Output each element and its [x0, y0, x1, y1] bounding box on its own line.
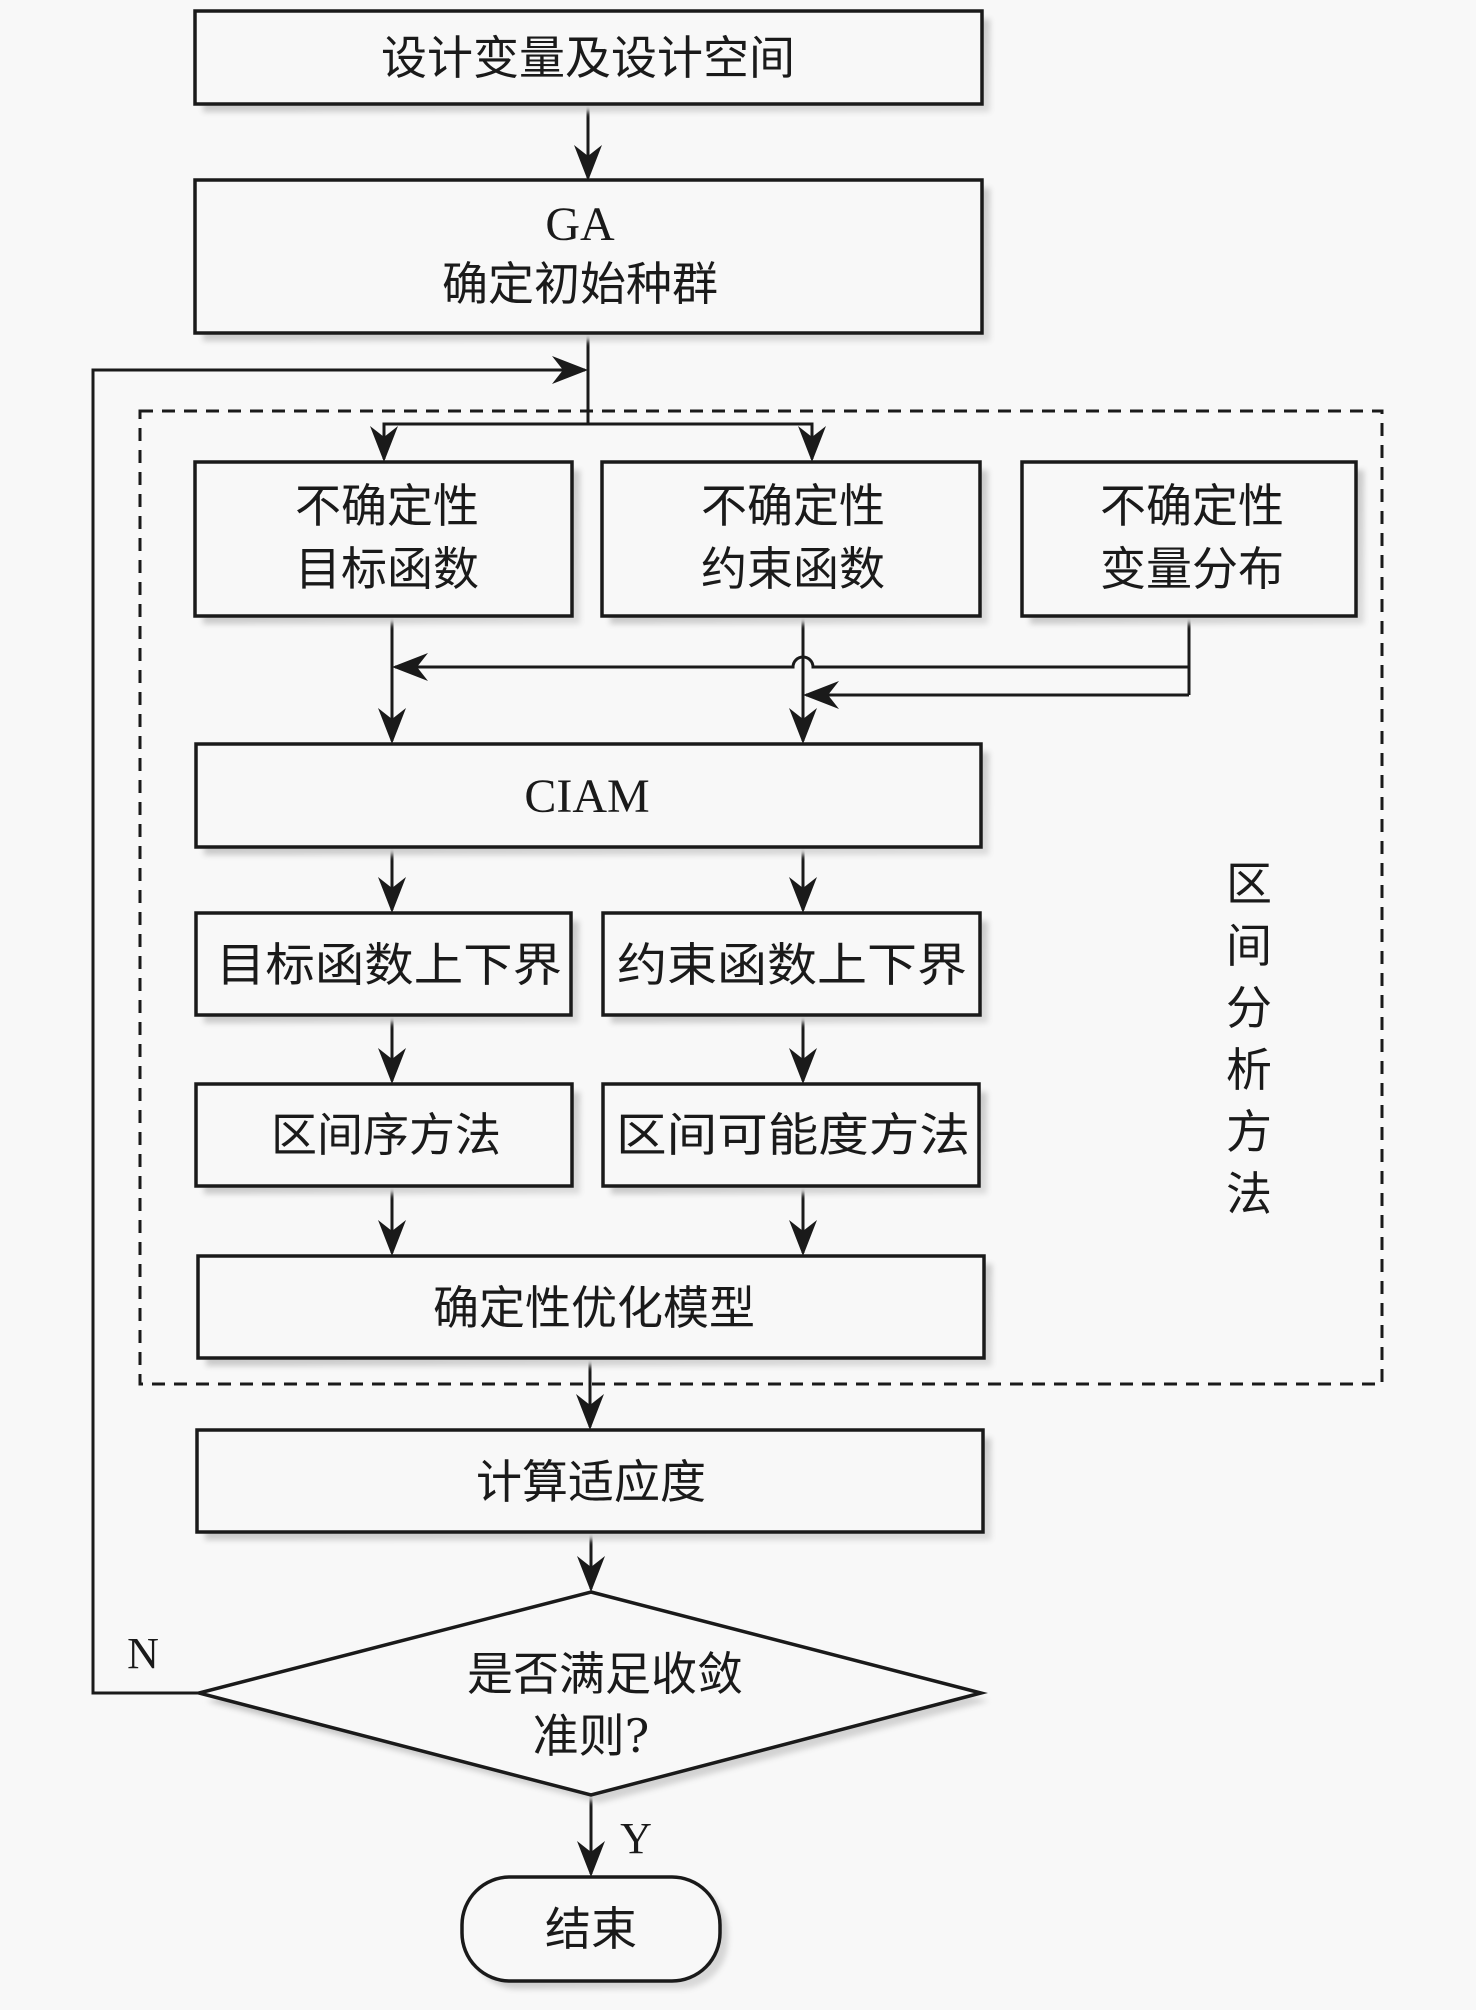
group-label-char: 分 [1226, 981, 1272, 1035]
box [195, 1428, 985, 1534]
arrowhead-icon [789, 877, 817, 913]
node-label: 确定性优化模型 [433, 1281, 755, 1335]
node-design-space[interactable]: 设计变量及设计空间 [193, 9, 990, 112]
box [193, 178, 984, 335]
arrowhead-icon [798, 426, 826, 462]
box [601, 1082, 981, 1188]
edge-label-no: N [127, 1629, 159, 1678]
node-ga-init[interactable]: GA 确定初始种群 [193, 178, 990, 341]
group-label-char: 区 [1226, 857, 1272, 911]
interval-analysis-group-border [138, 409, 1384, 1386]
node-label: 约束函数 [701, 542, 885, 596]
arrowhead-icon [576, 1394, 604, 1430]
node-uncertain-objective[interactable]: 不确定性 目标函数 [193, 460, 580, 624]
node-end[interactable]: 结束 [460, 1875, 728, 1989]
node-label: CIAM [524, 770, 649, 823]
arrowhead-icon [789, 708, 817, 744]
group-label-char: 间 [1226, 919, 1272, 973]
arrowhead-icon [552, 356, 588, 384]
diamond [192, 1590, 988, 1797]
node-label: 不确定性 [295, 479, 479, 533]
box [601, 911, 982, 1017]
edge-branch-split [382, 422, 814, 459]
arrowhead-icon [378, 1220, 406, 1256]
node-label: 是否满足收敛 [467, 1647, 743, 1701]
node-uncertain-constraint[interactable]: 不确定性 约束函数 [600, 460, 988, 624]
arrowhead-icon [378, 877, 406, 913]
node-label: 不确定性 [1100, 479, 1284, 533]
group-label-char: 方 [1226, 1105, 1272, 1159]
box [194, 1082, 574, 1188]
node-deterministic-model[interactable]: 确定性优化模型 [196, 1254, 992, 1366]
node-fitness[interactable]: 计算适应度 [195, 1428, 991, 1540]
node-ciam[interactable]: CIAM [194, 742, 989, 855]
arrowhead-icon [378, 708, 406, 744]
edge-label-yes: Y [620, 1814, 652, 1863]
box [600, 460, 982, 618]
node-label: 结束 [545, 1902, 637, 1956]
node-interval-order[interactable]: 区间序方法 [194, 1082, 580, 1194]
node-label: 区间可能度方法 [616, 1108, 970, 1162]
terminator [460, 1875, 722, 1983]
node-label: 不确定性 [701, 479, 885, 533]
node-label: 确定初始种群 [442, 257, 718, 311]
arrowhead-icon [803, 681, 839, 709]
node-objective-bounds[interactable]: 目标函数上下界 [194, 911, 579, 1023]
node-label: 约束函数上下界 [617, 938, 967, 992]
arrowhead-icon [577, 1556, 605, 1592]
node-constraint-bounds[interactable]: 约束函数上下界 [601, 911, 988, 1023]
arrowhead-icon [370, 426, 398, 462]
node-uncertain-variable[interactable]: 不确定性 变量分布 [1020, 460, 1364, 624]
arrowhead-icon [574, 145, 602, 181]
edge-feedback-no [91, 368, 585, 1695]
node-label: 变量分布 [1100, 542, 1284, 596]
node-label-ga: GA [545, 198, 615, 251]
node-interval-possibility[interactable]: 区间可能度方法 [601, 1082, 987, 1194]
node-label: 目标函数 [295, 542, 479, 596]
box [193, 460, 574, 618]
node-label: 区间序方法 [271, 1108, 501, 1162]
group-label-char: 法 [1226, 1167, 1272, 1221]
node-label: 计算适应度 [476, 1455, 706, 1509]
connectors [91, 104, 1191, 1877]
edge-variable-to-objective [395, 655, 1189, 669]
arrowhead-icon [392, 653, 428, 681]
node-label: 设计变量及设计空间 [381, 31, 795, 85]
arrowhead-icon [789, 1048, 817, 1084]
arrowhead-icon [577, 1841, 605, 1877]
interval-analysis-group-label: 区 间 分 析 方 法 [1226, 857, 1272, 1221]
node-convergence-decision[interactable]: 是否满足收敛 准则? [192, 1590, 989, 1803]
box [193, 9, 984, 106]
box [194, 742, 983, 849]
arrowhead-icon [789, 1220, 817, 1256]
box [196, 1254, 986, 1360]
node-label: 准则? [533, 1709, 650, 1763]
arrowhead-icon [378, 1048, 406, 1084]
group-label-char: 析 [1226, 1043, 1272, 1097]
node-label: 目标函数上下界 [216, 938, 562, 992]
box [194, 911, 573, 1017]
box [1020, 460, 1358, 618]
